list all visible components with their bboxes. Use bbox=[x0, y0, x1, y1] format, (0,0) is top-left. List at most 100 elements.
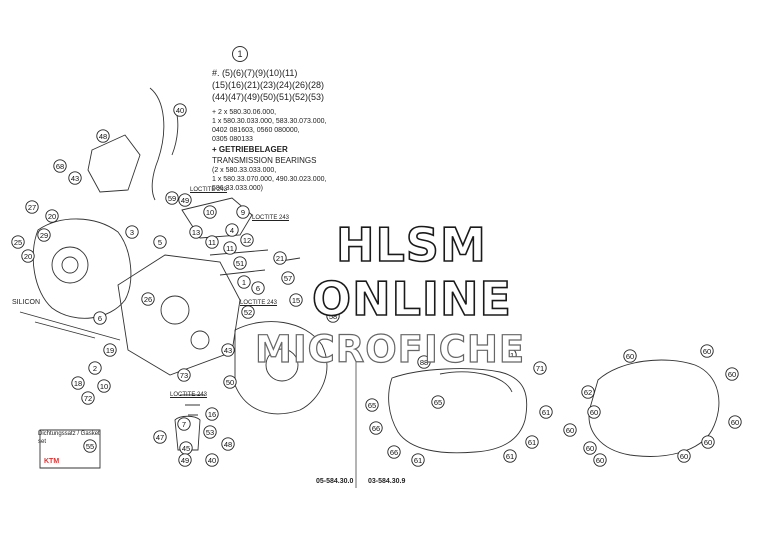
callout-circle bbox=[431, 395, 445, 409]
part-callout: 71 bbox=[503, 348, 517, 362]
part-callout: 52 bbox=[241, 305, 255, 319]
part-callout: 55 bbox=[83, 439, 97, 453]
part-callout: 4 bbox=[225, 223, 239, 237]
part-callout: 60 bbox=[587, 405, 601, 419]
callout-circle bbox=[223, 375, 237, 389]
callout-circle bbox=[411, 453, 425, 467]
callout-circle bbox=[539, 405, 553, 419]
callout-circle bbox=[623, 349, 637, 363]
callout-circle bbox=[326, 309, 340, 323]
callout-number: 62 bbox=[584, 388, 592, 397]
callout-number: 66 bbox=[390, 448, 398, 457]
callout-circle bbox=[37, 228, 51, 242]
note-line: 586.33.033.000) bbox=[212, 185, 263, 192]
callout-circle bbox=[273, 251, 287, 265]
callout-circle bbox=[173, 103, 187, 117]
note-line: 0305 080133 bbox=[212, 136, 253, 143]
part-callout: 10 bbox=[97, 379, 111, 393]
callout-number: 49 bbox=[181, 456, 189, 465]
callout-circle bbox=[225, 223, 239, 237]
callout-number: 12 bbox=[243, 236, 251, 245]
part-callout: 6 bbox=[93, 311, 107, 325]
callout-circle bbox=[700, 344, 714, 358]
callout-circle bbox=[236, 205, 250, 219]
silicon-label: SILICON bbox=[12, 299, 41, 306]
note-line: (2 x 580.33.033.000, bbox=[212, 167, 277, 174]
part-callout: 61 bbox=[503, 449, 517, 463]
part-callout: 68 bbox=[53, 159, 67, 173]
callout-number: 59 bbox=[168, 194, 176, 203]
callout-number: 61 bbox=[528, 438, 536, 447]
callout-number: 60 bbox=[728, 370, 736, 379]
callout-number: 45 bbox=[182, 444, 190, 453]
part-callout: 60 bbox=[728, 415, 742, 429]
callout-circle bbox=[205, 235, 219, 249]
note-line: 1 x 580.30.033.000, 583.30.073.000, bbox=[212, 118, 327, 125]
callout-circle bbox=[45, 209, 59, 223]
callout-number: 4 bbox=[230, 226, 234, 235]
callout-number: 48 bbox=[224, 440, 232, 449]
part-callout: 66 bbox=[369, 421, 383, 435]
callout-number: 1 bbox=[242, 278, 246, 287]
callout-circle bbox=[240, 233, 254, 247]
center-gasket-drawing bbox=[388, 368, 528, 454]
callout-circle bbox=[387, 445, 401, 459]
callout-number: 60 bbox=[626, 352, 634, 361]
callout-circle bbox=[533, 361, 547, 375]
callout-circle bbox=[25, 200, 39, 214]
callout-number: 57 bbox=[284, 274, 292, 283]
part-callout: 88 bbox=[417, 355, 431, 369]
callout-number: 47 bbox=[156, 433, 164, 442]
part-callout: 53 bbox=[203, 425, 217, 439]
callout-number: 60 bbox=[703, 347, 711, 356]
callout-number: 6 bbox=[256, 284, 260, 293]
header-list-line: (44)(47)(49)(50)(51)(52)(53) bbox=[212, 92, 325, 102]
part-callout: 48 bbox=[96, 129, 110, 143]
callout-circle bbox=[583, 441, 597, 455]
header-list-line: (15)(16)(21)(23)(24)(26)(28) bbox=[212, 80, 325, 90]
callout-number: 15 bbox=[292, 296, 300, 305]
callout-circle bbox=[71, 376, 85, 390]
callout-number: 9 bbox=[241, 208, 245, 217]
callout-circle bbox=[125, 225, 139, 239]
callout-circle bbox=[81, 391, 95, 405]
callout-number: 60 bbox=[704, 438, 712, 447]
part-callout: 45 bbox=[179, 441, 193, 455]
callout-number: 60 bbox=[596, 456, 604, 465]
callout-circle bbox=[677, 449, 691, 463]
callout-number: 50 bbox=[226, 378, 234, 387]
callout-number: 7 bbox=[182, 420, 186, 429]
part-callout: 65 bbox=[365, 398, 379, 412]
callout-circle bbox=[205, 453, 219, 467]
part-callout: 58 bbox=[326, 309, 340, 323]
callout-number: 3 bbox=[130, 228, 134, 237]
right-gasket-drawing bbox=[588, 359, 720, 457]
callout-circle bbox=[223, 241, 237, 255]
part-callout: 43 bbox=[68, 171, 82, 185]
part-callout: 61 bbox=[525, 435, 539, 449]
callout-number: 61 bbox=[542, 408, 550, 417]
callout-number: 25 bbox=[14, 238, 22, 247]
part-callout: 72 bbox=[81, 391, 95, 405]
callout-number: 53 bbox=[206, 428, 214, 437]
callout-circle bbox=[153, 430, 167, 444]
callout-number: 27 bbox=[28, 203, 36, 212]
callout-circle bbox=[237, 275, 251, 289]
callout-number: 11 bbox=[208, 238, 216, 247]
note-line: + GETRIEBELAGER bbox=[212, 145, 288, 154]
part-callout: 15 bbox=[289, 293, 303, 307]
callout-number: 88 bbox=[420, 358, 428, 367]
part-callout: 19 bbox=[103, 343, 117, 357]
callout-circle bbox=[68, 171, 82, 185]
callout-number: 10 bbox=[100, 382, 108, 391]
part-callout: 9 bbox=[236, 205, 250, 219]
gasket-set-caption: Dichtungssatz / Gasket set KTM bbox=[38, 430, 100, 465]
callout-circle bbox=[189, 225, 203, 239]
callout-number: 20 bbox=[24, 252, 32, 261]
callout-number: 71 bbox=[506, 351, 514, 360]
callout-circle bbox=[177, 368, 191, 382]
callout-circle bbox=[503, 348, 517, 362]
callout-circle bbox=[177, 417, 191, 431]
